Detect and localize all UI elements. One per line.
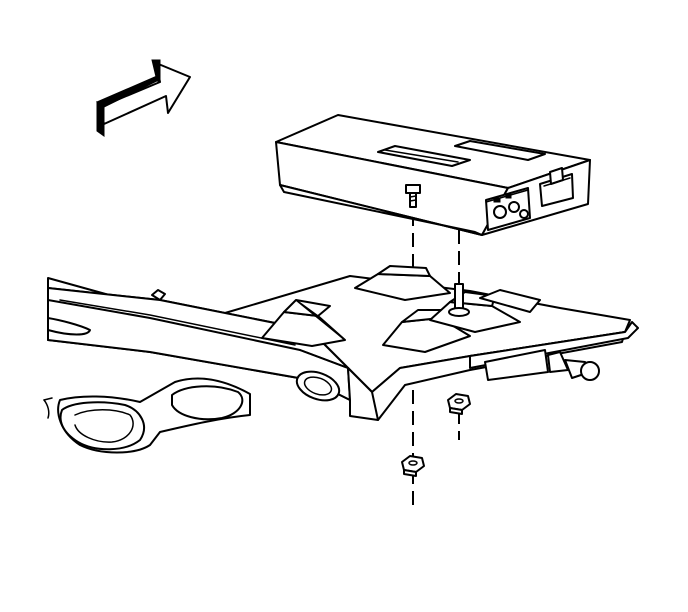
nut-right	[447, 393, 471, 415]
air-duct	[43, 377, 251, 454]
mounting-bosses	[261, 265, 541, 353]
electronic-control-module	[275, 114, 591, 236]
nut-left	[401, 455, 425, 477]
direction-arrow-icon	[95, 59, 191, 137]
mounting-bolt	[405, 184, 421, 208]
mounting-stud	[448, 283, 470, 317]
module-mounting-bracket	[47, 275, 639, 421]
